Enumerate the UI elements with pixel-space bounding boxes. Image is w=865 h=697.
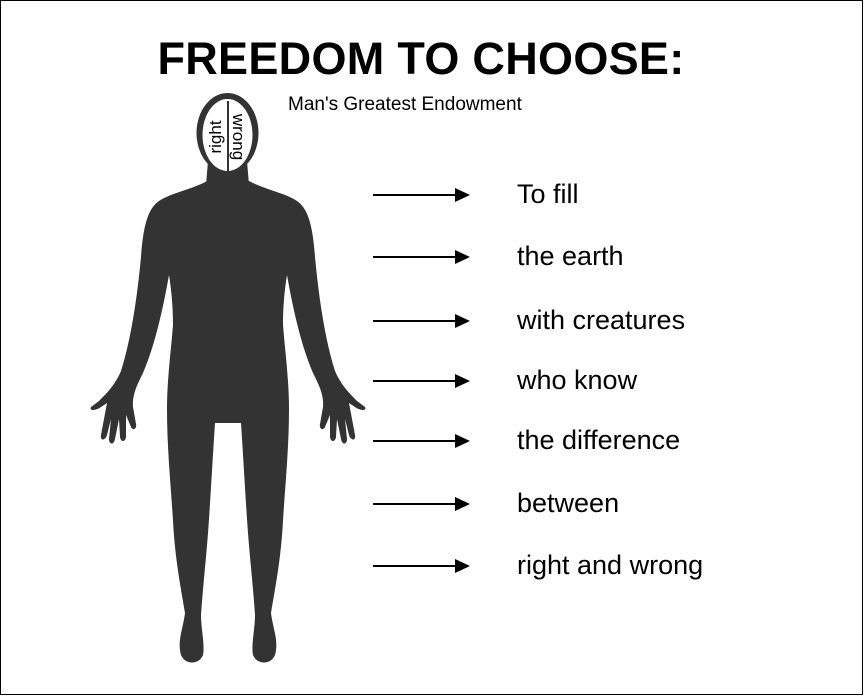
list-item-text: the difference <box>517 424 680 456</box>
right-arrow-icon <box>371 371 471 391</box>
body-silhouette <box>91 93 366 663</box>
list-item: who know <box>371 355 851 395</box>
list-item-text: between <box>517 487 619 519</box>
list-item-text: with creatures <box>517 304 685 336</box>
human-silhouette-icon: right wrong <box>81 89 381 679</box>
list-item-text: right and wrong <box>517 549 703 581</box>
head-label-wrong: wrong <box>229 113 248 160</box>
right-arrow-icon <box>371 494 471 514</box>
list-item-text: the earth <box>517 240 624 272</box>
right-arrow-icon <box>371 247 471 267</box>
list-item: To fill <box>371 169 851 209</box>
list-item-text: To fill <box>517 178 579 210</box>
list-item-text: who know <box>517 364 637 396</box>
list-item: with creatures <box>371 295 851 335</box>
right-arrow-icon <box>371 311 471 331</box>
list-item: right and wrong <box>371 540 851 580</box>
list-item: the earth <box>371 231 851 271</box>
list-item: the difference <box>371 415 851 455</box>
right-arrow-icon <box>371 556 471 576</box>
right-arrow-icon <box>371 431 471 451</box>
list-item: between <box>371 478 851 518</box>
right-arrow-icon <box>371 185 471 205</box>
head-label-right: right <box>206 120 225 153</box>
poster-title: FREEDOM TO CHOOSE: <box>1 31 841 87</box>
